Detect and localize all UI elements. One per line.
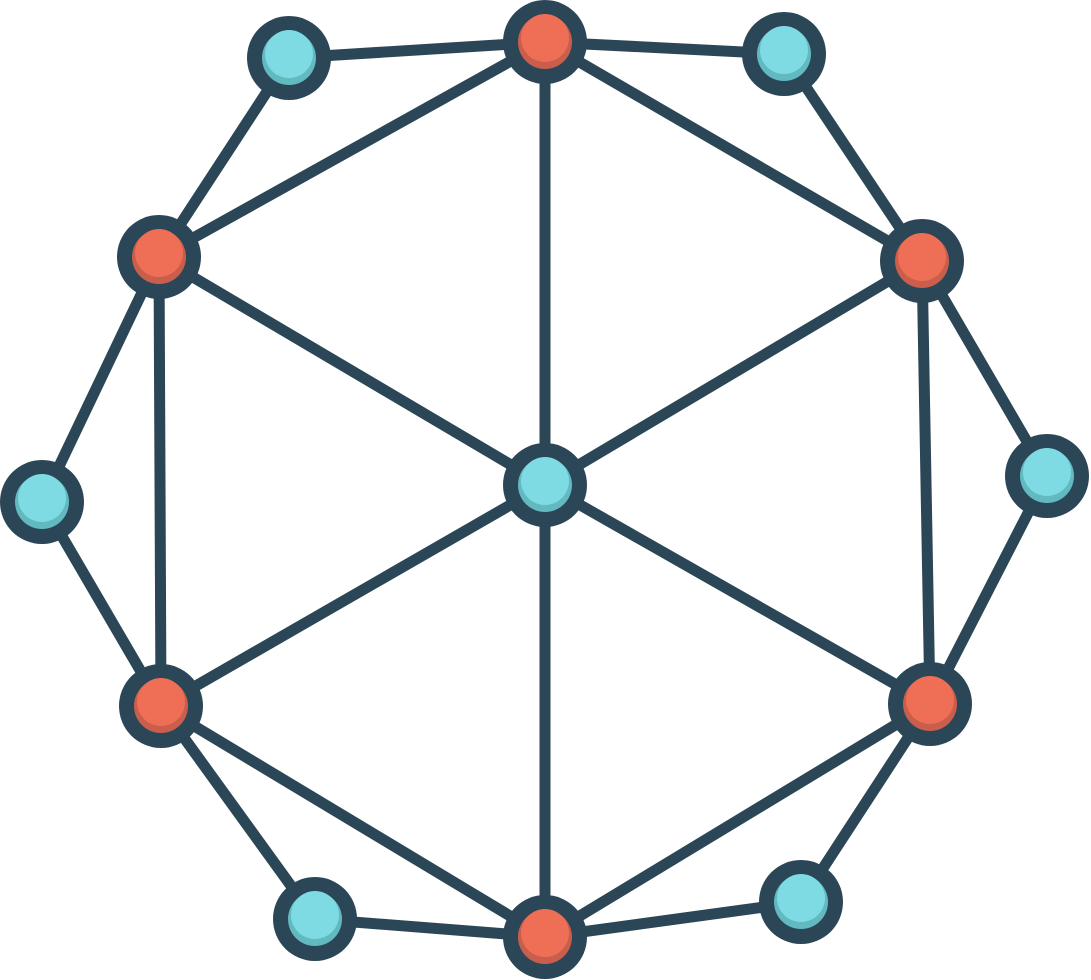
edge-center-lower-right (539, 479, 936, 710)
node-fill (291, 891, 339, 939)
node-lower-left (119, 664, 203, 748)
node-outer-right (1005, 434, 1089, 518)
edge-center-upper-right (539, 255, 928, 491)
edge-outer-right-lower-right (924, 470, 1053, 710)
node-outer-left (0, 460, 84, 544)
edge-upper-left-top (153, 36, 551, 263)
edge-outer-left-upper-left (36, 251, 165, 508)
edge-center-lower-left (155, 479, 551, 712)
node-outer-top-left (247, 16, 331, 100)
edge-outer-bottom-left-lower-left (155, 700, 321, 925)
node-fill (265, 30, 313, 78)
node-outer-bottom-right (759, 860, 843, 944)
node-outer-bottom-left (273, 877, 357, 961)
node-fill (898, 233, 946, 281)
node-lower-right (888, 662, 972, 746)
node-fill (521, 14, 569, 62)
node-fill (777, 874, 825, 922)
node-center (503, 443, 587, 527)
edge-outer-top-left-top (283, 36, 551, 64)
edge-bottom-lower-left (155, 700, 551, 943)
node-outer-top-right (742, 12, 826, 96)
edge-top-upper-right (539, 36, 928, 267)
node-top (503, 0, 587, 84)
node-fill (521, 457, 569, 505)
edge-center-upper-left (153, 251, 551, 491)
edge-outer-bottom-right-bottom (539, 896, 807, 943)
edge-lower-left-upper-left (153, 251, 167, 712)
node-fill (906, 676, 954, 724)
node-upper-right (880, 219, 964, 303)
edge-lower-right-bottom (539, 698, 936, 943)
node-fill (135, 229, 183, 277)
node-fill (137, 678, 185, 726)
edge-upper-right-lower-right (916, 255, 936, 710)
node-fill (1023, 448, 1071, 496)
node-upper-left (117, 215, 201, 299)
node-bottom (503, 895, 587, 979)
node-fill (760, 26, 808, 74)
node-fill (18, 474, 66, 522)
node-fill (521, 909, 569, 957)
